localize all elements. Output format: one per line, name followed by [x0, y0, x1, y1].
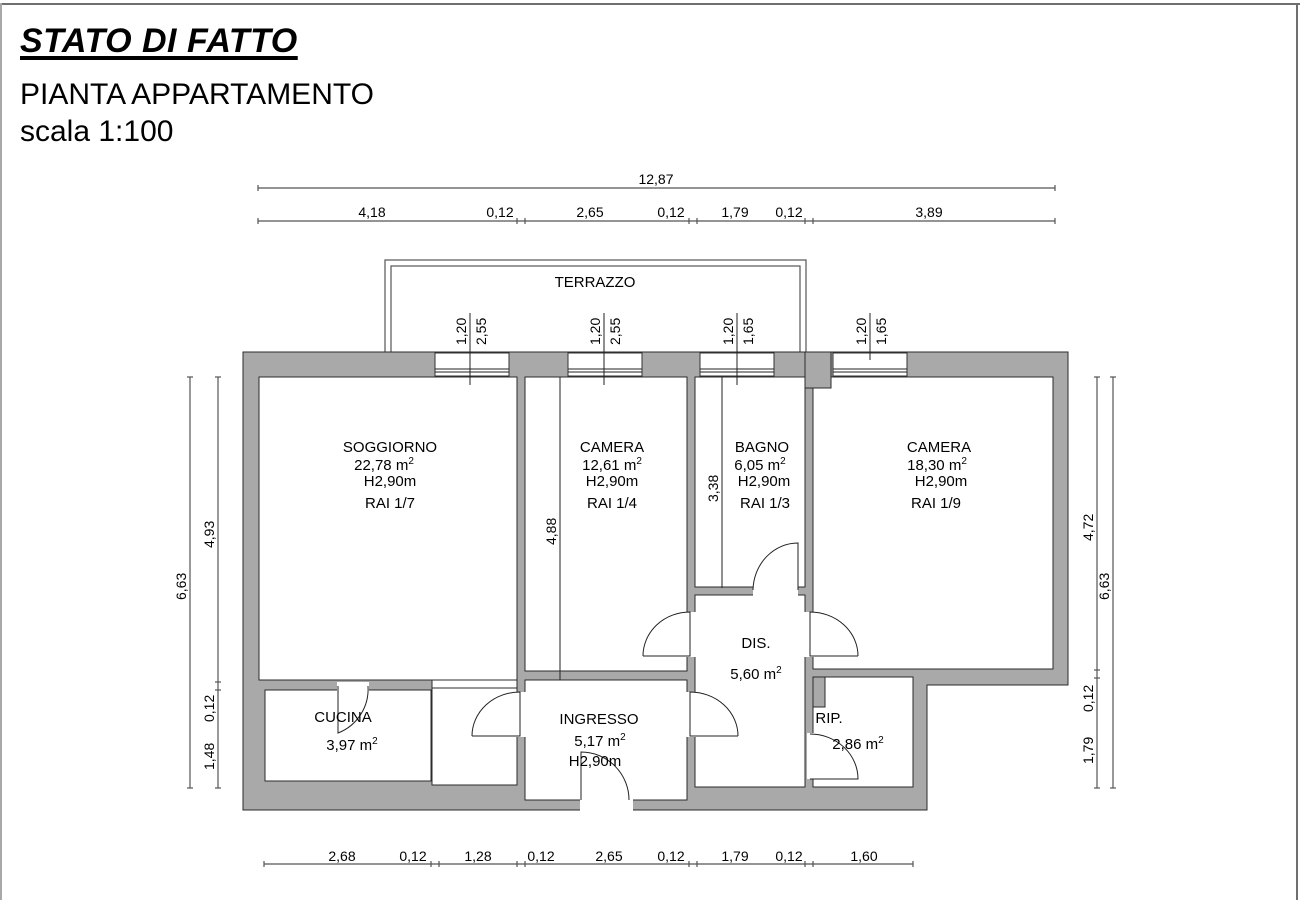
room-dis	[694, 594, 806, 788]
room-cucina	[264, 689, 432, 782]
bagno-name: BAGNO	[735, 439, 789, 456]
camera2-name: CAMERA	[907, 439, 971, 456]
bottom-dim-2: 0,12	[399, 848, 426, 864]
soggiorno-height: H2,90m	[364, 473, 417, 490]
window-4-width: 1,20	[853, 318, 869, 345]
room-labels: SOGGIORNO 22,78 m2 H2,90m RAI 1/7 CAMERA…	[314, 439, 971, 770]
bagno-height: H2,90m	[738, 473, 791, 490]
soggiorno-area: 22,78 m2	[354, 456, 414, 474]
camera2-area: 18,30 m2	[907, 456, 967, 474]
bagno-rai: RAI 1/3	[740, 495, 790, 512]
bagno-area: 6,05 m2	[734, 456, 786, 474]
room-camera-2	[812, 376, 1054, 670]
bottom-dim-9: 1,60	[850, 848, 877, 864]
camera1-name: CAMERA	[580, 439, 644, 456]
right-dim-2: 0,12	[1080, 685, 1096, 712]
camera1-rai: RAI 1/4	[587, 495, 637, 512]
window-1-height: 2,55	[473, 318, 489, 345]
right-dimensions: 4,72 0,12 1,79 6,63	[1080, 376, 1116, 789]
camera1-area: 12,61 m2	[582, 456, 642, 474]
bottom-dim-1: 2,68	[328, 848, 355, 864]
window-3-height: 1,65	[740, 318, 756, 345]
camera1-height: H2,90m	[586, 473, 639, 490]
right-dim-1: 4,72	[1080, 514, 1096, 541]
top-dim-3: 2,65	[576, 204, 603, 220]
bottom-dim-6: 0,12	[657, 848, 684, 864]
drawing-scale: scala 1:100	[20, 115, 174, 148]
ingresso-height: H2,90m	[569, 753, 622, 770]
camera-depth-dimension: 4,88	[543, 518, 559, 545]
rip-area: 2,86 m2	[832, 735, 884, 753]
cucina-name: CUCINA	[314, 709, 372, 726]
dis-area: 5,60 m2	[730, 665, 782, 683]
bottom-dimensions: 2,68 0,12 1,28 0,12 2,65 0,12 1,79 0,12 …	[263, 848, 914, 867]
ingresso-area: 5,17 m2	[574, 732, 626, 750]
page-frame-top	[0, 3, 1300, 5]
dis-name: DIS.	[741, 635, 770, 652]
top-dim-6: 0,12	[775, 204, 802, 220]
camera2-height: H2,90m	[915, 473, 968, 490]
top-dimensions: 12,87 4,18 0,12 2,65 0,12 1,79 0,12 3,89	[257, 171, 1056, 224]
bagno-depth-dimension: 3,38	[705, 475, 721, 502]
ingresso-name: INGRESSO	[559, 711, 638, 728]
total-width: 12,87	[638, 171, 673, 187]
left-dim-3: 1,48	[201, 743, 217, 770]
camera2-rai: RAI 1/9	[911, 495, 961, 512]
cucina-area: 3,97 m2	[326, 736, 378, 754]
left-dimensions: 6,63 4,93 0,12 1,48	[173, 376, 221, 789]
window-1-width: 1,20	[453, 318, 469, 345]
bottom-dim-4: 0,12	[527, 848, 554, 864]
room-rip	[812, 676, 914, 788]
top-dim-2: 0,12	[486, 204, 513, 220]
left-dim-1: 4,93	[201, 521, 217, 548]
top-dim-7: 3,89	[915, 204, 942, 220]
bottom-dim-3: 1,28	[464, 848, 491, 864]
right-total: 6,63	[1096, 573, 1112, 600]
page-frame-left	[0, 3, 2, 900]
drawing-title: STATO DI FATTO	[20, 22, 298, 60]
window-2-height: 2,55	[607, 318, 623, 345]
window-3-width: 1,20	[720, 318, 736, 345]
window-2-width: 1,20	[587, 318, 603, 345]
left-dim-2: 0,12	[201, 695, 217, 722]
bottom-dim-7: 1,79	[721, 848, 748, 864]
soggiorno-rai: RAI 1/7	[365, 495, 415, 512]
window-4-height: 1,65	[873, 318, 889, 345]
bottom-dim-5: 2,65	[595, 848, 622, 864]
doors	[337, 542, 859, 801]
room-ingresso	[524, 679, 688, 801]
top-dim-5: 1,79	[721, 204, 748, 220]
right-dim-3: 1,79	[1080, 737, 1096, 764]
top-dim-1: 4,18	[358, 204, 385, 220]
room-soggiorno	[258, 376, 518, 681]
soggiorno-name: SOGGIORNO	[343, 439, 437, 456]
windows	[434, 313, 908, 385]
terrace-label: TERRAZZO	[555, 274, 636, 291]
left-total: 6,63	[173, 573, 189, 600]
bottom-dim-8: 0,12	[775, 848, 802, 864]
rip-name: RIP.	[815, 710, 842, 727]
window-dimensions: 1,20 2,55 1,20 2,55 1,20 1,65 1,20 1,65	[453, 318, 889, 345]
page-frame-right	[1296, 3, 1298, 900]
room-bagno	[694, 376, 806, 588]
rooms	[258, 351, 1054, 811]
interior-dimensions: 4,88 3,38	[543, 377, 723, 680]
top-dim-4: 0,12	[657, 204, 684, 220]
drawing-subtitle: PIANTA APPARTAMENTO	[20, 78, 374, 111]
